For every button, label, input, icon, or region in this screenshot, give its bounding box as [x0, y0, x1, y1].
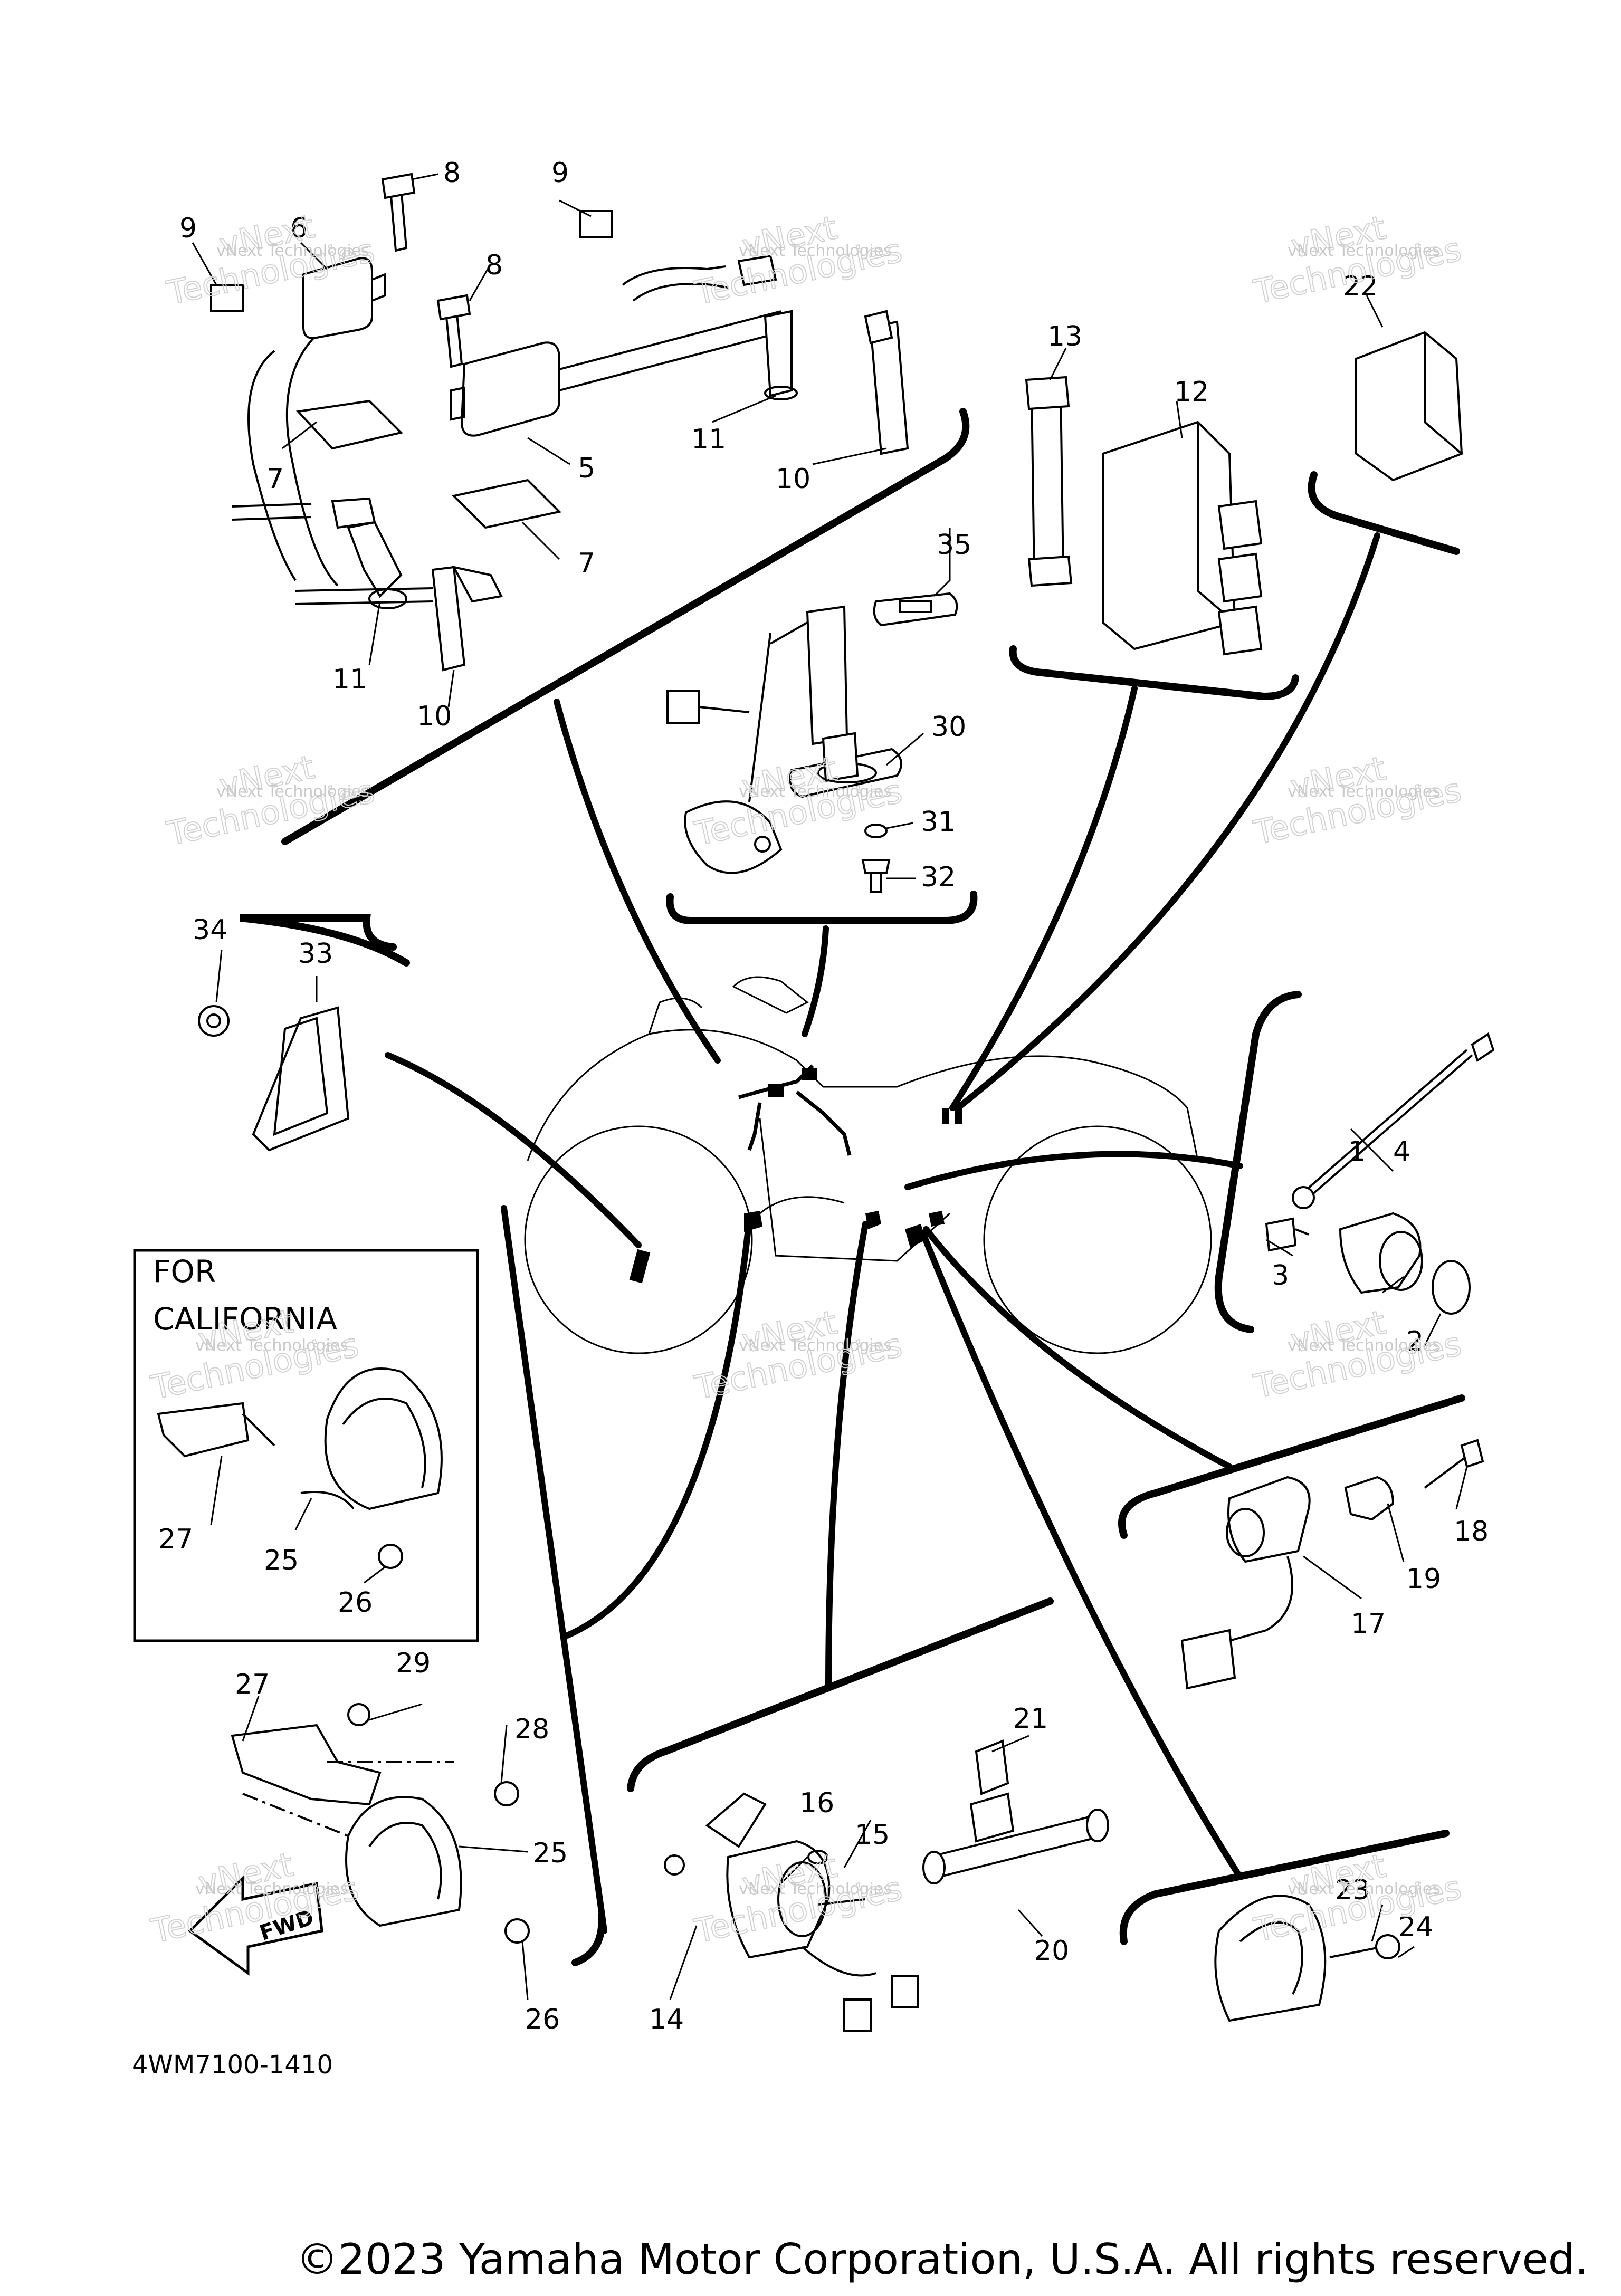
california-label-line2: CALIFORNIA: [153, 1301, 337, 1337]
california-horn: [157, 1367, 443, 1569]
callout-14: 14: [649, 2004, 684, 2035]
california-label-line1: FOR: [153, 1254, 216, 1289]
callout-12: 12: [1174, 376, 1209, 408]
callout-7a: 7: [266, 463, 284, 495]
callout-26a: 26: [525, 2004, 560, 2035]
callout-23: 23: [1335, 1874, 1370, 1906]
watermark-small: vNext Technologies: [1288, 782, 1441, 801]
watermark-small: vNext Technologies: [1288, 242, 1441, 260]
callout-26b: 26: [338, 1587, 373, 1619]
callout-24: 24: [1398, 1911, 1433, 1943]
watermark-small: vNext Technologies: [195, 1880, 348, 1898]
panel-fuel-sender: [666, 891, 978, 924]
watermark-small: vNext Technologies: [739, 782, 892, 801]
callout-11a: 11: [691, 424, 726, 455]
motorcycle-outline: [524, 976, 1212, 1354]
callout-numbers: 1 2 3 4 5 6 7 7 8 8 9 9 10 10 11 11 12 1…: [158, 157, 1489, 2035]
callout-15: 15: [855, 1819, 890, 1851]
callout-32: 32: [921, 862, 956, 893]
callout-4: 4: [1393, 1136, 1410, 1168]
callout-8a: 8: [443, 157, 461, 189]
panel-starter: [627, 1597, 1054, 1792]
panel-sidestand: [1214, 991, 1302, 1333]
callout-5: 5: [578, 453, 595, 484]
watermark-small: vNext Technologies: [739, 242, 892, 260]
center-wiring: [738, 1064, 852, 1156]
callout-35: 35: [937, 529, 971, 561]
callout-20: 20: [1034, 1935, 1069, 1967]
panel-left-horn: [571, 1911, 606, 1966]
callout-17: 17: [1351, 1608, 1386, 1640]
california-box: [133, 1249, 479, 1642]
watermark-small: vNext Technologies: [216, 242, 369, 260]
watermark-small: vNext Technologies: [1288, 1336, 1441, 1355]
callout-6: 6: [290, 213, 308, 244]
starter-assembly: [664, 1739, 1109, 2032]
callout-9a: 9: [179, 213, 197, 244]
callout-7b: 7: [578, 548, 595, 579]
callout-13: 13: [1047, 321, 1082, 352]
sensor-assembly: [1180, 1439, 1484, 1690]
callout-34: 34: [193, 914, 227, 946]
callout-31: 31: [921, 806, 956, 838]
part-code: 4WM7100-1410: [132, 2050, 333, 2080]
callout-11b: 11: [332, 664, 367, 695]
connector-marks: [629, 1068, 962, 1284]
group-panels: [240, 408, 1465, 1966]
callout-21: 21: [1013, 1703, 1048, 1735]
panel-ecu: [1009, 645, 1299, 701]
callout-leaders: [192, 173, 1468, 2000]
callout-30: 30: [931, 711, 966, 743]
callout-1: 1: [1348, 1136, 1366, 1168]
callout-2: 2: [1406, 1326, 1424, 1357]
callout-28: 28: [514, 1714, 549, 1745]
horn-right-assembly: [1214, 1895, 1400, 2022]
callout-33: 33: [298, 938, 333, 970]
reflector-assembly: [198, 1005, 350, 1152]
watermark-small: vNext Technologies: [739, 1336, 892, 1355]
panel-sensor: [1118, 1394, 1465, 1539]
panel-ignition-coil: [281, 408, 970, 845]
callout-8b: 8: [485, 250, 503, 281]
fuel-sender-assembly: [666, 592, 958, 893]
panel-horn: [1119, 1830, 1450, 1945]
ecu-relay-assembly: [1025, 331, 1463, 656]
panel-reflector: [240, 914, 410, 967]
callout-3: 3: [1272, 1260, 1289, 1292]
watermark-small: vNext Technologies: [739, 1880, 892, 1898]
callout-25b: 25: [264, 1545, 299, 1576]
leader-lines: [385, 532, 1380, 1934]
panel-relay: [1308, 471, 1460, 555]
callout-9b: 9: [551, 157, 569, 189]
callout-10b: 10: [417, 701, 452, 732]
callout-29: 29: [396, 1648, 431, 1679]
copyright-notice: ©2023 Yamaha Motor Corporation, U.S.A. A…: [296, 2235, 1588, 2284]
horn-left-assembly: [231, 1703, 530, 1944]
ignition-coil-assembly: [210, 173, 909, 672]
callout-10a: 10: [776, 463, 810, 495]
callout-19: 19: [1406, 1563, 1441, 1595]
callout-18: 18: [1454, 1516, 1489, 1547]
watermark-small: vNext Technologies: [216, 782, 369, 801]
callout-25a: 25: [533, 1838, 568, 1869]
callout-27b: 27: [158, 1524, 193, 1555]
watermark-small: vNext Technologies: [1288, 1880, 1441, 1898]
switch-assembly: [1265, 1032, 1495, 1315]
watermark-small: vNext Technologies: [195, 1336, 348, 1355]
callout-16: 16: [799, 1787, 834, 1819]
callout-22: 22: [1343, 271, 1378, 302]
callout-27a: 27: [235, 1669, 270, 1700]
